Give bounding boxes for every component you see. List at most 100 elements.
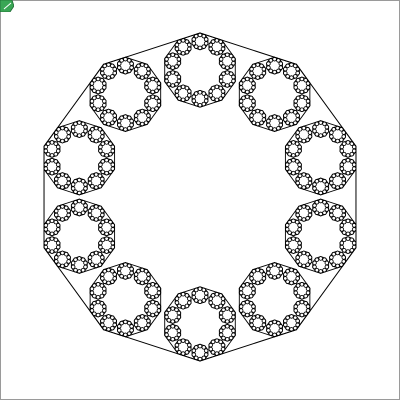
decagon-level-3	[60, 138, 65, 144]
decagon-level-3	[100, 117, 105, 122]
decagon-level-3	[154, 77, 159, 83]
resize-grip-icon[interactable]	[0, 0, 14, 12]
decagon-level-3	[45, 248, 51, 253]
decagon-level-3	[272, 262, 277, 267]
decagon-level-3	[220, 42, 226, 48]
decagon-level-3	[341, 219, 347, 225]
decagon-level-3	[95, 107, 101, 113]
decagon-level-3	[49, 249, 55, 254]
decagon-level-3	[110, 120, 115, 126]
decagon-level-3	[278, 266, 283, 272]
decagon-level-3	[339, 173, 344, 179]
decagon-level-3	[301, 250, 307, 256]
decagon-level-3	[259, 325, 264, 331]
decagon-level-3	[110, 325, 115, 331]
decagon-level-3	[241, 77, 246, 83]
decagon-level-3	[266, 266, 271, 272]
decagon-level-3	[95, 281, 101, 287]
decagon-level-3	[100, 134, 105, 139]
decagon-level-3	[251, 290, 256, 296]
decagon-level-3	[83, 264, 88, 270]
decagon-level-3	[324, 186, 330, 191]
decagon-level-3	[249, 272, 254, 277]
decagon-level-3	[295, 272, 300, 277]
decagon-level-3	[255, 108, 260, 114]
decagon-level-3	[208, 342, 213, 348]
decagon-level-3	[166, 325, 172, 330]
decagon-level-3	[53, 159, 59, 164]
decagon-level-3	[170, 306, 175, 311]
decagon-level-3	[345, 231, 351, 237]
decagon-level-3	[220, 46, 226, 52]
decagon-level-3	[251, 304, 256, 309]
decagon-level-3	[129, 118, 134, 124]
decagon-level-3	[119, 263, 124, 269]
decagon-level-3	[45, 230, 51, 235]
decagon-level-3	[89, 290, 95, 296]
decagon-level-3	[335, 125, 340, 131]
decagon-level-3	[197, 299, 203, 305]
decagon-level-3	[174, 300, 180, 306]
decagon-level-3	[143, 109, 149, 115]
decagon-level-3	[322, 257, 327, 262]
decagon-level-3	[238, 98, 244, 104]
decagon-level-3	[225, 70, 230, 75]
decagon-level-3	[73, 178, 78, 184]
decagon-level-3	[285, 74, 290, 79]
decagon-level-3	[97, 205, 103, 211]
decagon-level-3	[64, 137, 69, 143]
decagon-level-3	[305, 102, 311, 108]
decagon-level-3	[87, 255, 93, 260]
decagon-level-3	[100, 130, 105, 135]
decagon-level-3	[345, 157, 351, 163]
decagon-level-3	[208, 42, 213, 48]
decagon-level-3	[99, 106, 105, 111]
decagon-level-3	[93, 263, 99, 269]
decagon-level-3	[266, 122, 271, 128]
decagon-level-3	[83, 182, 88, 187]
decagon-level-3	[73, 189, 78, 195]
decagon-level-3	[180, 351, 186, 356]
decagon-level-3	[312, 207, 317, 212]
decagon-level-3	[349, 169, 355, 175]
decagon-level-3	[184, 339, 190, 345]
decagon-level-3	[170, 65, 175, 71]
decagon-level-3	[197, 89, 203, 95]
decagon-level-3	[266, 61, 271, 66]
decagon-level-3	[201, 44, 207, 49]
decagon-level-3	[43, 227, 49, 232]
decagon-level-3	[144, 290, 149, 296]
decagon-level-3	[164, 74, 169, 80]
decagon-level-3	[293, 325, 298, 331]
decagon-level-3	[301, 172, 307, 177]
decagon-level-3	[164, 314, 169, 320]
decagon-level-3	[97, 262, 103, 268]
decagon-level-3	[214, 51, 220, 56]
decagon-level-3	[97, 251, 103, 257]
decagon-level-3	[249, 322, 254, 328]
decagon-level-3	[89, 286, 95, 292]
decagon-level-3	[56, 215, 61, 221]
decagon-level-3	[301, 204, 307, 209]
decagon-level-3	[248, 300, 254, 306]
decagon-level-3	[70, 128, 76, 134]
decagon-level-3	[351, 240, 357, 246]
decagon-level-3	[266, 328, 271, 333]
decagon-level-3	[266, 65, 271, 70]
decagon-level-3	[203, 352, 209, 357]
decagon-level-3	[54, 208, 59, 214]
decagon-level-3	[127, 115, 132, 121]
decagon-level-3	[87, 130, 93, 135]
decagon-level-3	[238, 304, 244, 309]
decagon-level-3	[170, 319, 175, 324]
decagon-level-3	[261, 117, 267, 122]
decagon-level-3	[221, 307, 226, 313]
decagon-level-3	[56, 137, 61, 143]
decagon-level-3	[100, 169, 105, 175]
decagon-level-3	[110, 223, 115, 228]
decagon-level-3	[285, 227, 290, 232]
decagon-level-3	[80, 210, 86, 216]
decagon-level-3	[294, 237, 300, 243]
decagon-level-3	[110, 268, 115, 274]
decagon-level-3	[80, 257, 86, 262]
